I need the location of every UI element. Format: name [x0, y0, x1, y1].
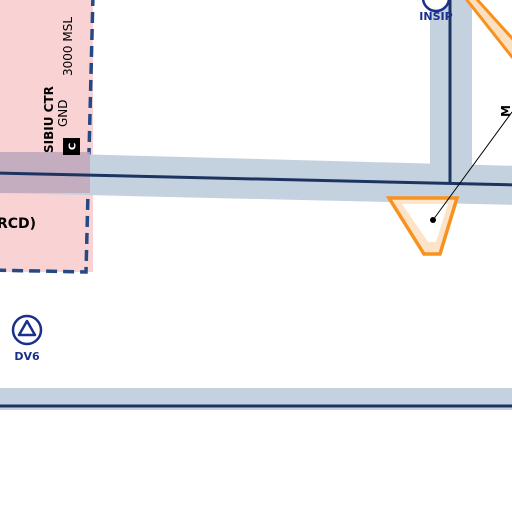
sibiu-ctr-area[interactable] [0, 0, 95, 274]
triangle-waypoint-icon [17, 319, 37, 337]
airspace-class-label: C [68, 143, 79, 150]
ctr-fill [0, 0, 93, 272]
waypoint-insip-label: INSIP [419, 10, 452, 23]
ctr-name-label: SIBIU CTR [42, 86, 56, 153]
ctr-partial-label: RCD) [0, 216, 36, 232]
inverted-triangle-inner [402, 204, 448, 242]
offscreen-label-fragment: M [499, 105, 512, 117]
restricted-band-diagonal [465, 0, 512, 59]
restricted-area-triangle[interactable] [385, 111, 512, 256]
waypoint-dv6[interactable]: DV6 [11, 314, 43, 363]
ctr-upper-limit: 3000 MSL [61, 17, 75, 76]
waypoint-ring [11, 314, 43, 346]
waypoint-dv6-label: DV6 [14, 350, 40, 363]
ctr-label-group: SIBIU CTR GND 3000 MSL C RCD) [0, 17, 80, 232]
leader-line [432, 111, 512, 221]
airspace-class-badge [63, 138, 80, 155]
ctr-lower-limit: GND [56, 99, 70, 127]
ctr-dashed-border [0, 0, 95, 274]
triangle-waypoint-icon [421, 0, 451, 13]
airway-centerlines [0, 0, 512, 408]
airway-line-horizontal [0, 171, 512, 187]
waypoint-insip[interactable]: INSIP [419, 0, 453, 23]
